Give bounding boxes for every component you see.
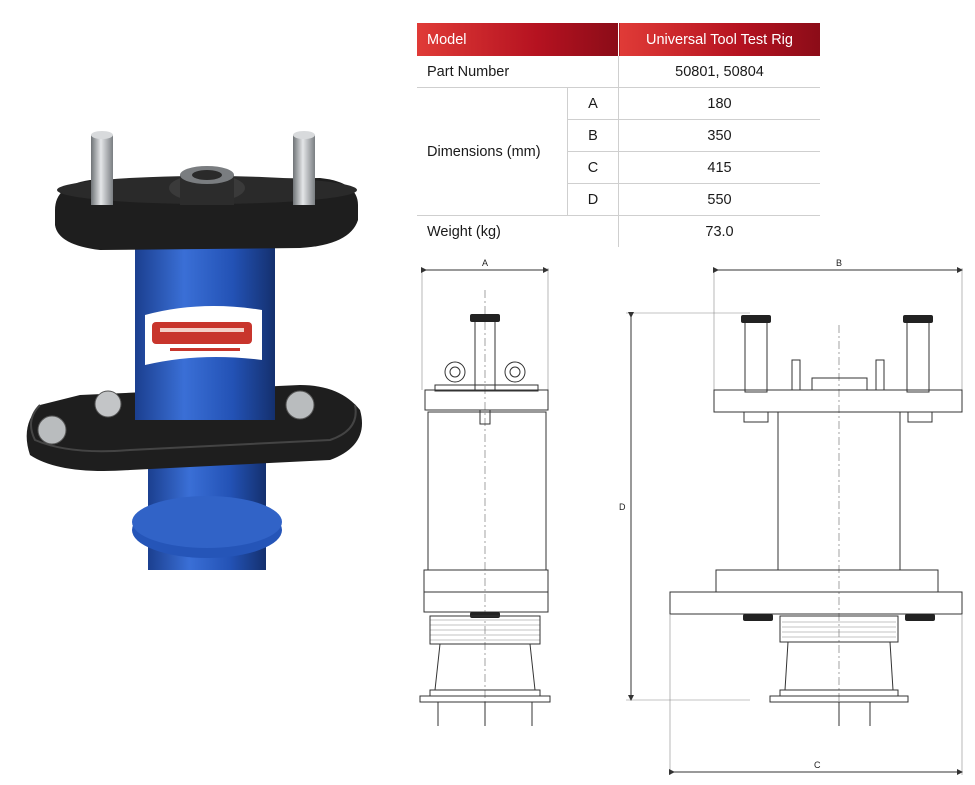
- dim-value: 415: [618, 151, 820, 184]
- table-header-row: Model Universal Tool Test Rig: [417, 23, 820, 56]
- front-dim-a-label: A: [482, 258, 488, 268]
- weight-label: Weight (kg): [427, 223, 501, 240]
- side-dim-d-label: D: [619, 502, 626, 512]
- dim-key: D: [567, 183, 619, 216]
- dimensions-label: Dimensions (mm): [417, 87, 568, 216]
- side-dim-c-label: C: [814, 760, 821, 770]
- front-view-drawing: A: [419, 258, 551, 726]
- side-dim-b-label: B: [836, 258, 842, 268]
- table-row: Part Number 50801, 50804: [417, 56, 820, 88]
- dim-key: C: [567, 151, 619, 184]
- product-photo: [26, 131, 363, 570]
- part-number-value: 50801, 50804: [618, 56, 820, 88]
- table-row: Weight (kg) 73.0: [417, 215, 820, 247]
- torbar-logo-icon: [145, 306, 262, 365]
- table-row: D 550: [417, 183, 820, 216]
- side-view-drawing: B D C: [619, 258, 963, 775]
- dim-key: A: [567, 87, 619, 120]
- table-row: C 415: [417, 151, 820, 184]
- header-model: Universal Tool Test Rig: [618, 23, 820, 56]
- table-row: B 350: [417, 119, 820, 152]
- header-label: Model: [417, 23, 619, 56]
- dim-value: 550: [618, 183, 820, 216]
- guide-pin-left: [91, 135, 113, 205]
- dim-value: 180: [618, 87, 820, 120]
- part-number-label: Part Number: [417, 56, 619, 88]
- table-row: Dimensions (mm) A 180: [417, 87, 820, 216]
- arm-bolt-center: [94, 390, 122, 418]
- arm-bolt-right: [285, 390, 315, 420]
- spec-table: Model Universal Tool Test Rig Part Numbe…: [417, 23, 820, 247]
- dim-value: 350: [618, 119, 820, 152]
- guide-pin-right: [293, 135, 315, 205]
- arm-bolt-left: [37, 415, 67, 445]
- weight-value: 73.0: [618, 215, 820, 247]
- dim-key: B: [567, 119, 619, 152]
- technical-drawings: A B: [419, 258, 963, 775]
